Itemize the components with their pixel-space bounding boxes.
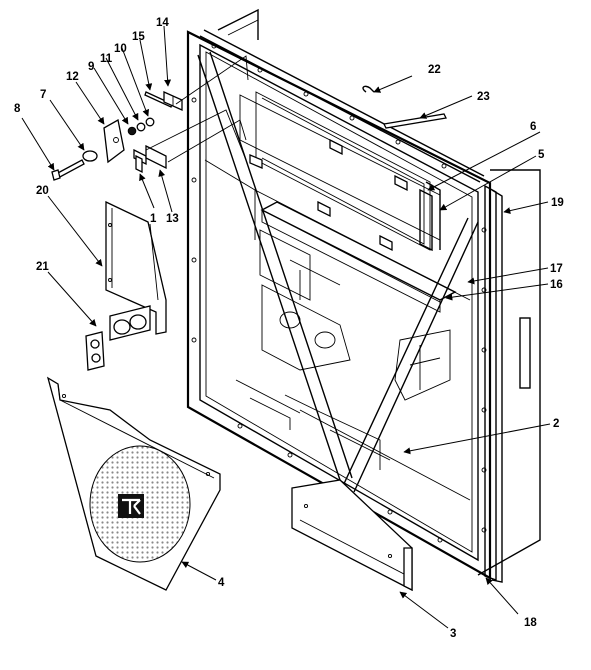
- thermo-king-logo-icon: [118, 494, 144, 518]
- callout-14: 14: [156, 17, 169, 29]
- callout-22: 22: [428, 64, 441, 76]
- main-frame-housing: [186, 8, 541, 583]
- bottom-rail-part-3: [291, 479, 413, 592]
- callout-2: 2: [553, 418, 559, 430]
- callout-7: 7: [40, 89, 46, 101]
- callout-3: 3: [450, 628, 456, 640]
- callout-12: 12: [66, 71, 79, 83]
- callout-23: 23: [477, 91, 490, 103]
- leader-lines: [21, 25, 551, 629]
- callout-13: 13: [166, 213, 179, 225]
- callout-labels: 1 2 3 4 5 6 7 8 9 10 11 12 13 14 15 16 1…: [14, 17, 564, 640]
- hardware-parts: [51, 55, 249, 181]
- callout-16: 16: [550, 279, 563, 291]
- grille-cover-part-4: [46, 376, 221, 591]
- side-bracket-part-20: [105, 200, 167, 335]
- grommet-plate-part-21: [85, 305, 151, 371]
- clip-and-rod-parts: [362, 85, 447, 129]
- callout-1: 1: [150, 213, 157, 225]
- callout-5: 5: [538, 149, 545, 161]
- callout-10: 10: [114, 43, 127, 55]
- callout-8: 8: [14, 103, 21, 115]
- callout-15: 15: [132, 31, 145, 43]
- callout-9: 9: [88, 61, 94, 73]
- callout-21: 21: [36, 261, 49, 273]
- callout-17: 17: [550, 263, 563, 275]
- callout-20: 20: [36, 185, 49, 197]
- callout-6: 6: [530, 121, 536, 133]
- callout-19: 19: [551, 197, 564, 209]
- callout-11: 11: [100, 53, 113, 65]
- callout-4: 4: [218, 577, 225, 589]
- callout-18: 18: [524, 617, 537, 629]
